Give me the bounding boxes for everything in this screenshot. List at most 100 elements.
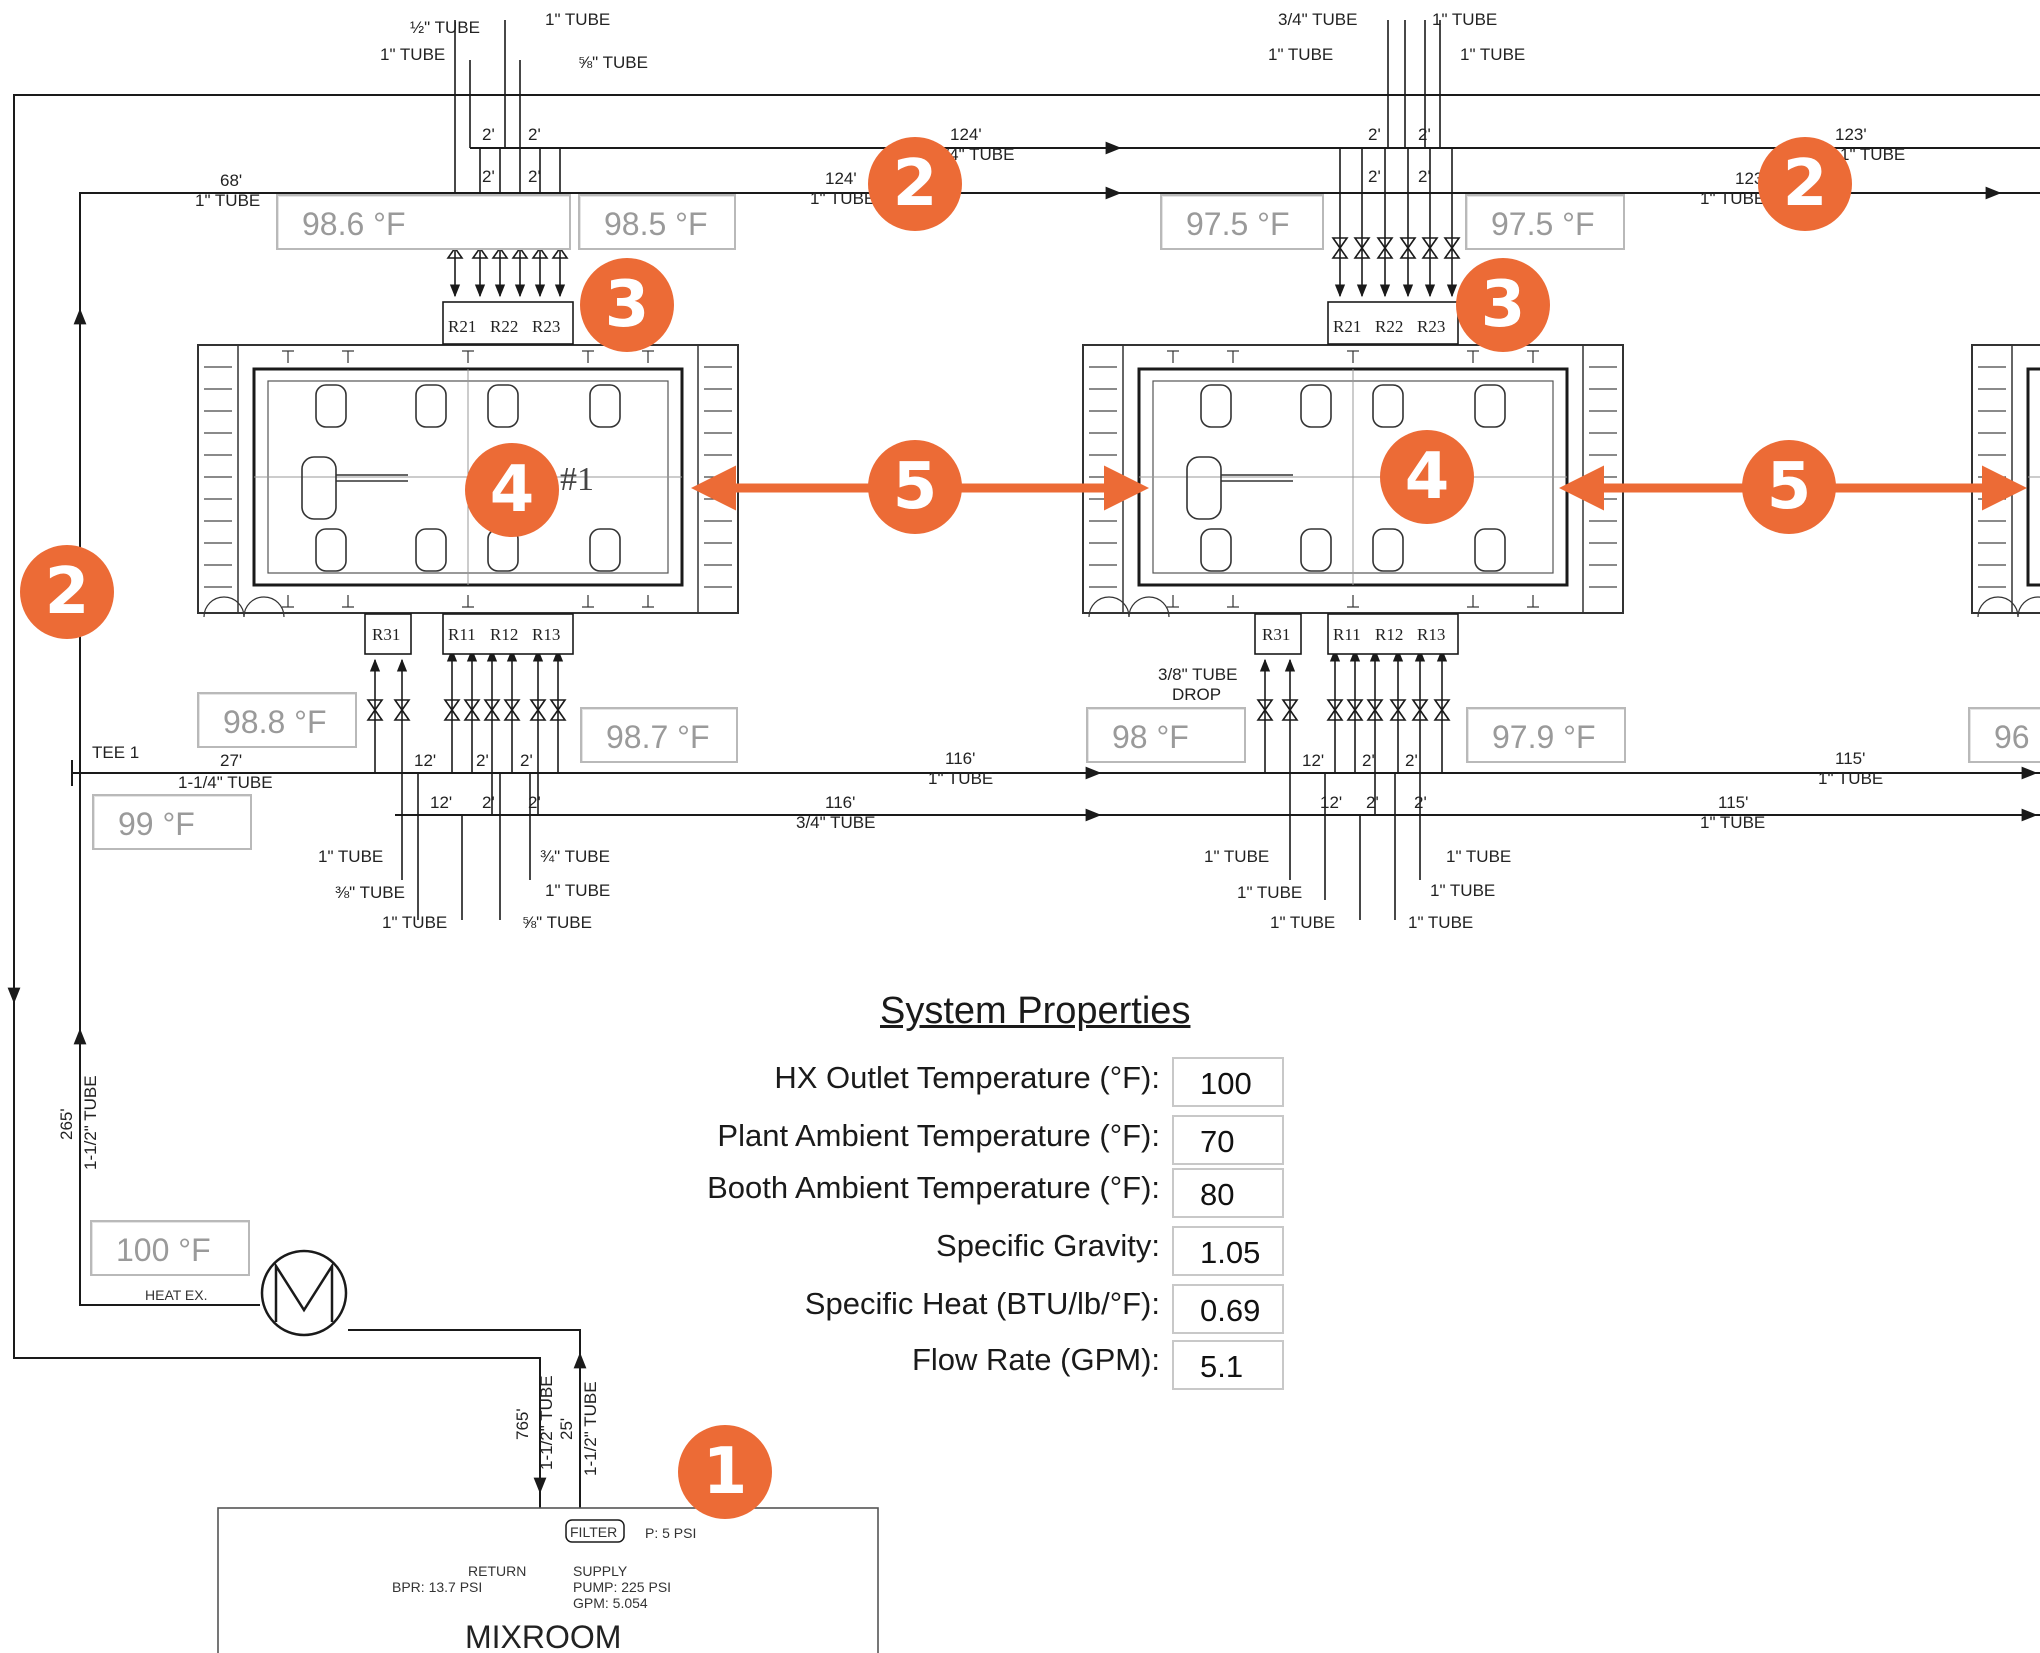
temp-readout: 96 xyxy=(1968,707,2040,763)
regulator-label: R22 xyxy=(490,317,518,336)
booth-2-regulators: R21 R22 R23 R31 R11 R12 R13 xyxy=(1254,301,1459,655)
svg-text:765': 765' xyxy=(513,1408,532,1440)
property-label: Booth Ambient Temperature (°F): xyxy=(707,1170,1160,1205)
regulator-label: R11 xyxy=(1333,625,1361,644)
callout-badge-2: 2 xyxy=(20,545,114,639)
svg-text:TEE 1: TEE 1 xyxy=(92,743,139,762)
booth-1-return-drops xyxy=(369,648,564,920)
regulator-label: R22 xyxy=(1375,317,1403,336)
mixroom-label: MIXROOM xyxy=(465,1619,621,1653)
svg-text:1" TUBE: 1" TUBE xyxy=(1430,881,1495,900)
svg-text:2': 2' xyxy=(482,793,495,812)
callout-badge-5: 5 xyxy=(1742,440,1836,534)
booth-1-return-valves xyxy=(367,699,566,721)
property-value-field[interactable]: 80 xyxy=(1172,1168,1284,1218)
temp-readout: 98 °F xyxy=(1086,707,1246,763)
svg-text:1" TUBE: 1" TUBE xyxy=(1408,913,1473,932)
booth-2-supply-valves xyxy=(1332,237,1460,259)
property-label: Specific Heat (BTU/lb/°F): xyxy=(804,1286,1160,1321)
regulator-label: R12 xyxy=(490,625,518,644)
svg-text:12': 12' xyxy=(414,751,436,770)
svg-text:⅝" TUBE: ⅝" TUBE xyxy=(522,913,592,932)
filter-label: FILTER xyxy=(570,1524,617,1540)
svg-text:1" TUBE: 1" TUBE xyxy=(1237,883,1302,902)
svg-text:115': 115' xyxy=(1718,793,1748,812)
svg-text:DROP: DROP xyxy=(1172,685,1221,704)
svg-text:2': 2' xyxy=(528,793,541,812)
svg-text:116': 116' xyxy=(825,793,855,812)
svg-text:1" TUBE: 1" TUBE xyxy=(1700,813,1765,832)
svg-text:⅝" TUBE: ⅝" TUBE xyxy=(578,53,648,72)
booth-3-layout-partial xyxy=(1970,343,2040,619)
svg-text:27': 27' xyxy=(220,751,242,770)
booth-1-regulators: R21 R22 R23 R31 R11 R12 R13 xyxy=(364,301,574,655)
regulator-label: R12 xyxy=(1375,625,1403,644)
callout-badge-3: 3 xyxy=(580,258,674,352)
svg-text:68': 68' xyxy=(220,171,242,190)
svg-text:¾" TUBE: ¾" TUBE xyxy=(540,847,610,866)
callout-badge-2: 2 xyxy=(1758,137,1852,231)
temp-readout: 98.7 °F xyxy=(580,707,738,763)
property-value-field[interactable]: 70 xyxy=(1172,1115,1284,1165)
svg-text:GPM: 5.054: GPM: 5.054 xyxy=(573,1595,648,1611)
svg-text:2': 2' xyxy=(528,167,541,186)
svg-text:1" TUBE: 1" TUBE xyxy=(1270,913,1335,932)
svg-text:25': 25' xyxy=(557,1418,576,1440)
svg-text:1" TUBE: 1" TUBE xyxy=(1700,189,1765,208)
regulator-label: R23 xyxy=(1417,317,1445,336)
temp-readout: 97.9 °F xyxy=(1466,707,1626,763)
booth-2-layout xyxy=(1081,343,1625,619)
svg-text:1-1/2" TUBE: 1-1/2" TUBE xyxy=(537,1375,556,1470)
property-value-field[interactable]: 100 xyxy=(1172,1057,1284,1107)
property-label: Flow Rate (GPM): xyxy=(911,1342,1160,1377)
callout-badge-4: 4 xyxy=(1380,430,1474,524)
svg-text:124': 124' xyxy=(825,169,857,188)
property-label: Plant Ambient Temperature (°F): xyxy=(717,1118,1160,1153)
svg-text:2': 2' xyxy=(1368,167,1381,186)
svg-text:RETURN: RETURN xyxy=(468,1563,526,1579)
booth-2-return-drops xyxy=(1259,648,1448,920)
callout-badge-1: 1 xyxy=(678,1425,772,1519)
svg-text:1-1/2" TUBE: 1-1/2" TUBE xyxy=(581,1381,600,1476)
callout-badge-3: 3 xyxy=(1456,258,1550,352)
system-properties-title: System Properties xyxy=(880,990,1191,1032)
mixroom: FILTER P: 5 PSI RETURN BPR: 13.7 PSI SUP… xyxy=(217,1507,879,1653)
svg-text:3/4" TUBE: 3/4" TUBE xyxy=(1278,10,1357,29)
svg-text:2': 2' xyxy=(1368,125,1381,144)
svg-text:12': 12' xyxy=(430,793,452,812)
svg-text:1" TUBE: 1" TUBE xyxy=(545,881,610,900)
temp-readout: 100 °F xyxy=(90,1220,250,1276)
property-value-field[interactable]: 0.69 xyxy=(1172,1284,1284,1334)
svg-text:1" TUBE: 1" TUBE xyxy=(1268,45,1333,64)
booth-2-supply-drops xyxy=(1334,20,1458,298)
svg-text:2': 2' xyxy=(520,751,533,770)
svg-text:3/4" TUBE: 3/4" TUBE xyxy=(796,813,875,832)
regulator-label: R31 xyxy=(1262,625,1290,644)
regulator-label: R31 xyxy=(372,625,400,644)
svg-text:265': 265' xyxy=(57,1108,76,1140)
pressure-label: P: 5 PSI xyxy=(645,1525,696,1541)
property-value-field[interactable]: 1.05 xyxy=(1172,1226,1284,1276)
svg-text:2': 2' xyxy=(482,167,495,186)
svg-text:1" TUBE: 1" TUBE xyxy=(1204,847,1269,866)
svg-text:1" TUBE: 1" TUBE xyxy=(545,10,610,29)
temp-readout: 99 °F xyxy=(92,794,252,850)
svg-text:1" TUBE: 1" TUBE xyxy=(380,45,445,64)
svg-text:2': 2' xyxy=(482,125,495,144)
svg-text:1" TUBE: 1" TUBE xyxy=(318,847,383,866)
heat-exchanger-icon xyxy=(260,1249,348,1337)
svg-text:PUMP: 225 PSI: PUMP: 225 PSI xyxy=(573,1579,671,1595)
svg-text:2': 2' xyxy=(1418,167,1431,186)
regulator-label: R23 xyxy=(532,317,560,336)
svg-text:2': 2' xyxy=(1405,751,1418,770)
bottom-pipe-labels: TEE 1 27' 1-1/4" TUBE 116' 1" TUBE 116' … xyxy=(92,665,1883,932)
svg-text:3/8" TUBE: 3/8" TUBE xyxy=(1158,665,1237,684)
regulator-label: R21 xyxy=(1333,317,1361,336)
svg-text:1" TUBE: 1" TUBE xyxy=(1818,769,1883,788)
svg-text:12': 12' xyxy=(1320,793,1342,812)
svg-text:2': 2' xyxy=(528,125,541,144)
property-value-field[interactable]: 5.1 xyxy=(1172,1340,1284,1390)
heat-exchanger-label: HEAT EX. xyxy=(145,1287,208,1303)
svg-text:1" TUBE: 1" TUBE xyxy=(1432,10,1497,29)
